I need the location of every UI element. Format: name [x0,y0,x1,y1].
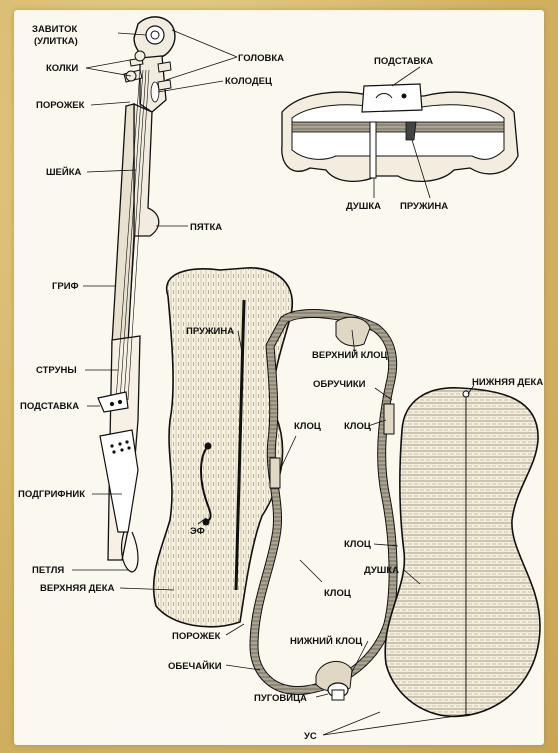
label-ribs-hoops: ОБРУЧИКИ [313,379,366,390]
label-strings: СТРУНЫ [36,365,77,376]
cross-section-bassbar [406,122,416,140]
label-ribs: ОБЕЧАЙКИ [168,660,222,672]
bridge-side [98,392,128,412]
label-soundpost-detail: ДУШКА [346,201,381,212]
label-block-3: КЛОЦ [344,539,371,550]
label-block-2: КЛОЦ [294,421,321,432]
label-soundpost: ДУШКА [364,565,399,576]
label-nut: ПОРОЖЕК [36,100,85,111]
ribs-view [254,314,394,692]
label-end-button: ПУГОВИЦА [254,693,307,704]
label-f-hole: ЭФ [190,526,205,537]
label-scroll: ЗАВИТОК [32,24,77,35]
label-head: ГОЛОВКА [238,53,284,64]
label-top-plate: ВЕРХНЯЯ ДЕКА [40,583,115,594]
violin-side-view [98,17,175,572]
label-loop: ПЕТЛЯ [32,565,64,576]
tailpiece-shape [100,430,138,532]
fingerboard-shape [112,104,134,344]
label-bridge-detail: ПОДСТАВКА [374,56,433,67]
cross-section-view [282,84,518,181]
label-lining: ПОРОЖЕК [172,631,221,642]
neck-shape [134,104,159,236]
label-lower-block: НИЖНИЙ КЛОЦ [290,635,362,647]
cross-section-soundpost [370,122,376,178]
label-upper-block: ВЕРХНИЙ КЛОЦ [312,349,388,361]
label-purfling: УС [304,731,317,742]
label-tailpiece: ПОДГРИФНИК [18,489,85,500]
label-block-4: КЛОЦ [324,588,351,599]
label-bassbar: ПРУЖИНА [186,326,234,337]
label-fingerboard: ГРИФ [52,281,79,292]
label-neck: ШЕЙКА [46,166,82,178]
label-bassbar-detail: ПРУЖИНА [400,201,448,212]
label-pegbox: КОЛОДЕЦ [225,76,272,87]
label-heel: ПЯТКА [190,222,222,233]
label-pegs: КОЛКИ [46,63,78,74]
label-block-1: КЛОЦ [344,421,371,432]
label-back-plate: НИЖНЯЯ ДЕКА [472,377,543,388]
label-scroll-alt: (УЛИТКА) [34,36,78,47]
label-bridge: ПОДСТАВКА [20,401,79,412]
